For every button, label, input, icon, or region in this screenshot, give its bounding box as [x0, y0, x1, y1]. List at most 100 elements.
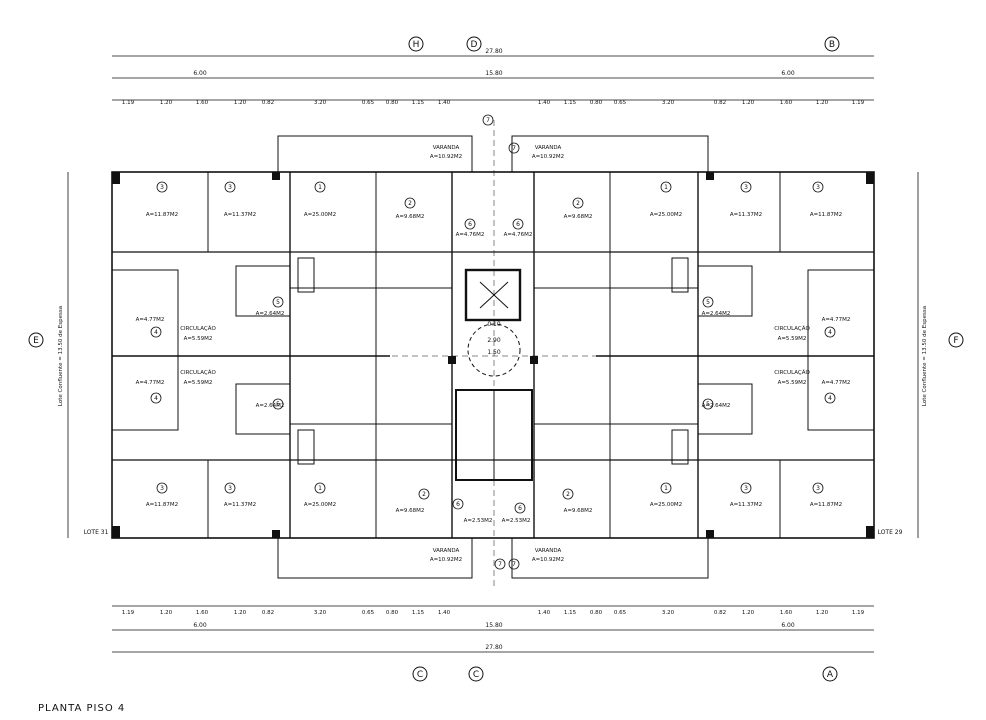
- room-number-bubble: [156, 482, 168, 494]
- side-label-left: Lote Confluente = 13.50 de Espessa: [58, 306, 64, 406]
- veranda-label: VARANDA: [535, 145, 562, 151]
- dimension-detail: 0.65: [362, 610, 375, 616]
- room-number-bubble: [156, 181, 168, 193]
- room-number: 3: [228, 485, 232, 492]
- bathroom-left-top: [111, 269, 179, 357]
- dimension-detail: 1.40: [538, 610, 551, 616]
- room-number-bubble: [824, 392, 836, 404]
- dimension-left-top: 6.00: [193, 70, 207, 77]
- bathroom-right-top: [807, 269, 875, 357]
- dimension-detail: 0.82: [262, 610, 274, 616]
- room-number: 6: [516, 221, 520, 228]
- room-number-bubble: [812, 181, 824, 193]
- room-number-bubble: [150, 392, 162, 404]
- room-number-bubble: [512, 218, 524, 230]
- dimension-detail: 0.80: [386, 100, 399, 106]
- room-area: A=11.37M2: [730, 212, 762, 218]
- dimension-detail: 1.15: [412, 100, 425, 106]
- veranda-top-right: [511, 135, 709, 172]
- room-number: 2: [422, 491, 426, 498]
- room-number: 6: [468, 221, 472, 228]
- dimension-detail: 1.19: [122, 610, 135, 616]
- room-number: 6: [456, 501, 460, 508]
- room-number: 3: [160, 485, 164, 492]
- room-number-bubble: [272, 398, 284, 410]
- dimension-detail: 1.60: [196, 610, 209, 616]
- dimension-detail: 0.65: [614, 610, 627, 616]
- veranda-bottom-left: [277, 538, 473, 579]
- room-number: 1: [318, 184, 322, 191]
- room-number: 1: [318, 485, 322, 492]
- room-area: A=25.00M2: [650, 502, 682, 508]
- circulation-area: A=5.59M2: [184, 380, 213, 386]
- room-number: 7: [512, 561, 516, 568]
- room-area: A=4.76M2: [456, 232, 485, 238]
- section-marker-c2: C: [473, 670, 479, 680]
- bathroom-right-bottom: [807, 355, 875, 431]
- room-area: A=2.53M2: [502, 518, 531, 524]
- dimension-detail: 1.20: [742, 610, 755, 616]
- dimension-detail: 1.15: [412, 610, 425, 616]
- room-number-bubble: [464, 218, 476, 230]
- dimension-overall-top: 27.80: [485, 48, 502, 55]
- dimension-detail: 0.65: [614, 100, 627, 106]
- room-number-bubble: [740, 482, 752, 494]
- dimension-overall-bottom: 27.80: [485, 644, 502, 651]
- dimension-detail: 1.15: [564, 100, 577, 106]
- room-number: 7: [486, 117, 490, 124]
- room-number: 7: [512, 145, 516, 152]
- room-number-bubble: [660, 181, 672, 193]
- room-area: A=2.64M2: [702, 311, 731, 317]
- room-number-bubble: [702, 398, 714, 410]
- bathroom-left-bottom: [111, 355, 179, 431]
- section-marker-b: B: [829, 40, 835, 50]
- dimension-detail: 1.19: [852, 100, 865, 106]
- dimension-detail: 1.20: [234, 100, 247, 106]
- room-number-bubble: [562, 488, 574, 500]
- room-number: 7: [498, 561, 502, 568]
- lote-left-label: LOTE 31: [84, 529, 109, 536]
- room-area: A=2.64M2: [702, 403, 731, 409]
- section-marker-c1: C: [417, 670, 423, 680]
- room-number-bubble: [494, 558, 506, 570]
- room-number-bubble: [418, 488, 430, 500]
- dimension-detail: 1.60: [196, 100, 209, 106]
- dimension-detail: 0.65: [362, 100, 375, 106]
- section-marker-h: H: [413, 40, 420, 50]
- circulation-area: A=5.59M2: [778, 336, 807, 342]
- room-number: 4: [154, 395, 158, 402]
- drawing-caption: PLANTA PISO 4: [38, 703, 126, 714]
- dimension-center-bottom: 15.80: [485, 622, 502, 629]
- veranda-area: A=10.92M2: [430, 154, 462, 160]
- room-number-bubble: [314, 482, 326, 494]
- dimension-detail: 1.20: [160, 610, 173, 616]
- room-area: A=11.87M2: [146, 502, 178, 508]
- dimension-detail: 1.60: [780, 100, 793, 106]
- room-number-bubble: [452, 498, 464, 510]
- dimension-detail: 0.80: [590, 100, 603, 106]
- room-number-bubble: [514, 502, 526, 514]
- room-number: 1: [664, 184, 668, 191]
- dimension-detail: 1.20: [742, 100, 755, 106]
- side-label-right: Lote Confluente = 13.50 de Espessa: [922, 306, 928, 406]
- section-marker-d: D: [471, 40, 478, 50]
- room-number-bubble: [740, 181, 752, 193]
- room-area: A=25.00M2: [650, 212, 682, 218]
- veranda-area: A=10.92M2: [532, 154, 564, 160]
- circulation-label: CIRCULAÇÃO: [774, 325, 810, 332]
- dimension-detail: 1.40: [538, 100, 551, 106]
- room-number: 5: [706, 299, 710, 306]
- dimension-detail: 0.82: [714, 610, 726, 616]
- circulation-label: CIRCULAÇÃO: [180, 325, 216, 332]
- section-marker-f: F: [953, 336, 958, 346]
- room-number: 3: [160, 184, 164, 191]
- room-number-bubble: [314, 181, 326, 193]
- room-area: A=4.77M2: [822, 317, 851, 323]
- veranda-bottom-right: [511, 538, 709, 579]
- section-marker-e: E: [33, 336, 39, 346]
- lote-right-label: LOTE 29: [878, 529, 903, 536]
- room-area: A=9.68M2: [564, 214, 593, 220]
- room-number-bubble: [572, 197, 584, 209]
- dimension-detail: 1.60: [780, 610, 793, 616]
